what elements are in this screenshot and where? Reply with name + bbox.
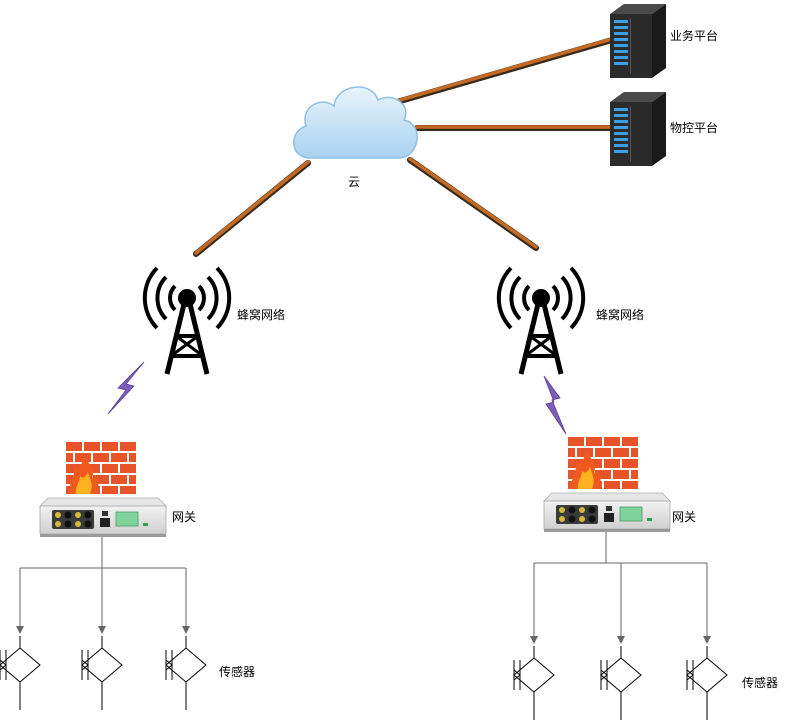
firewall-icon — [66, 442, 136, 494]
cellular-left-label: 蜂窝网络 — [237, 308, 286, 322]
link-cloud-business — [387, 37, 615, 107]
wiring-right — [533, 532, 708, 640]
gateway-left[interactable] — [39, 442, 167, 538]
sensor-icon[interactable] — [165, 635, 207, 711]
wireless-link-right-icon — [543, 375, 567, 435]
sensor-icon[interactable] — [686, 645, 728, 721]
link-cloud-cell-left — [193, 160, 311, 257]
gateway-device-icon — [39, 497, 167, 538]
wiring-left — [19, 537, 187, 630]
cell-tower-right-icon[interactable] — [499, 268, 583, 374]
cloud-icon[interactable] — [292, 86, 418, 159]
sensor-left-label: 传感器 — [219, 665, 256, 679]
cell-tower-left-icon[interactable] — [145, 268, 229, 374]
gateway-right-label: 网关 — [672, 510, 697, 524]
sensor-right-label: 传感器 — [742, 676, 779, 690]
wireless-link-left-icon — [107, 361, 145, 415]
link-cloud-cell-right — [407, 157, 539, 251]
link-cloud-iot — [414, 125, 615, 131]
arrowheads-right — [530, 636, 711, 644]
business-platform-label: 业务平台 — [670, 29, 719, 43]
sensor-icon[interactable] — [0, 635, 41, 711]
cloud-label: 云 — [348, 175, 361, 189]
business-server-icon[interactable] — [610, 4, 666, 78]
arrowheads-left — [16, 626, 190, 634]
iot-server-icon[interactable] — [610, 92, 666, 166]
cellular-right-label: 蜂窝网络 — [596, 308, 645, 322]
iot-platform-label: 物控平台 — [670, 121, 719, 135]
gateway-right[interactable] — [543, 437, 671, 533]
sensor-icon[interactable] — [513, 645, 555, 721]
gateway-device-icon — [543, 492, 671, 533]
sensor-icon[interactable] — [600, 645, 642, 721]
firewall-icon — [568, 437, 638, 489]
gateway-left-label: 网关 — [172, 510, 197, 524]
sensor-icon[interactable] — [81, 635, 123, 711]
